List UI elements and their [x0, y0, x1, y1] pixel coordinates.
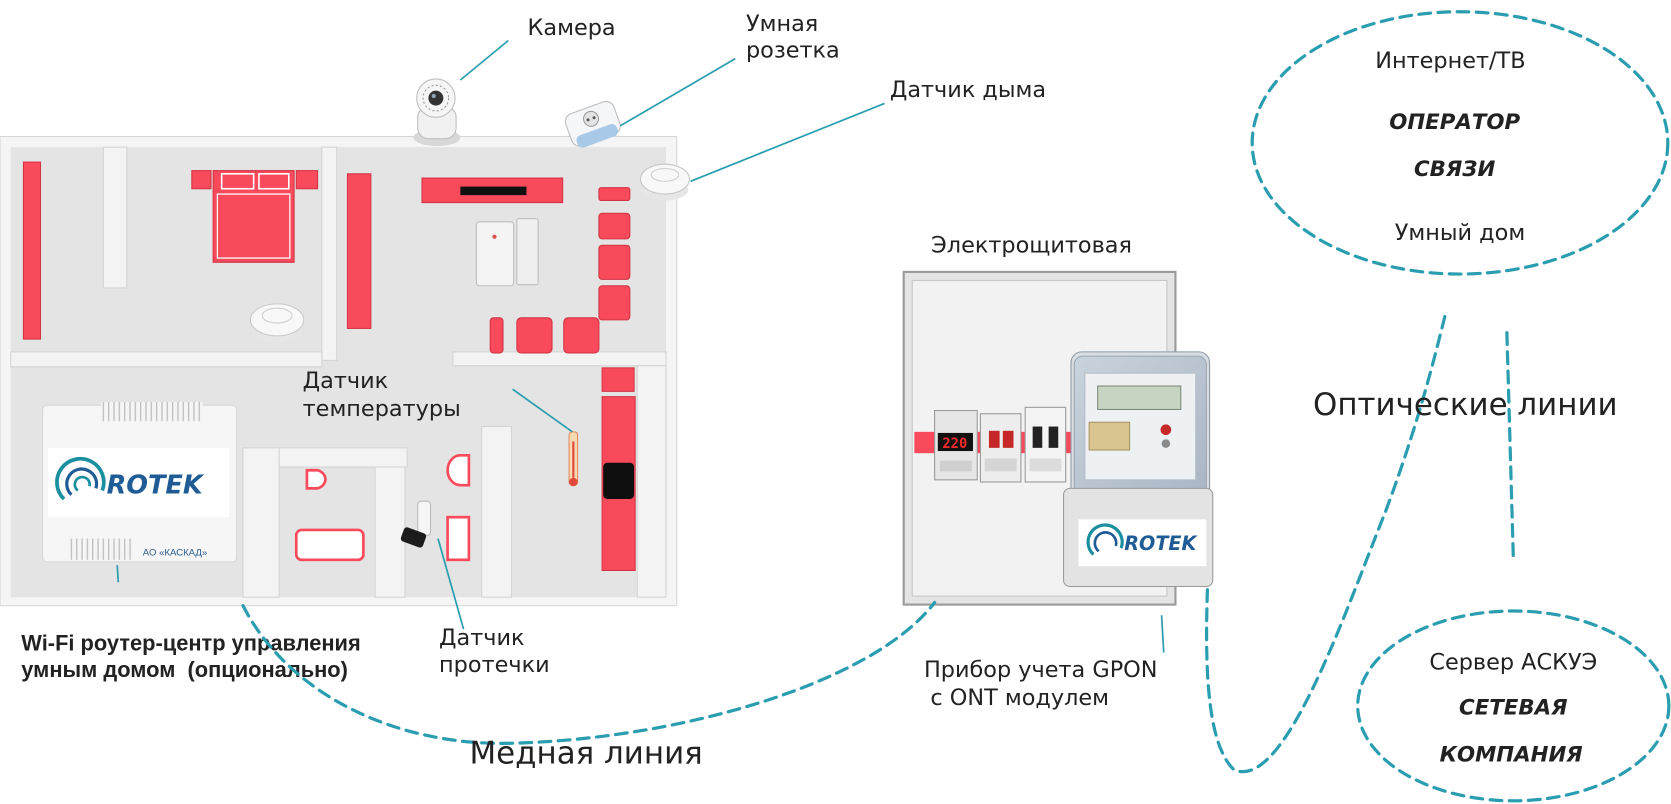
- router-label-1: Wi-Fi роутер-центр управления: [21, 630, 360, 655]
- floor-plan: ROTEK АО «КАСКАД»: [0, 135, 691, 607]
- wall-bathroom-right: [374, 466, 406, 598]
- leak-sensor-label-2: протечки: [439, 652, 550, 678]
- smoke-sensor-label: Датчик дыма: [890, 77, 1046, 103]
- router-leader: [116, 565, 120, 583]
- wardrobe-living: [346, 173, 372, 329]
- tv-screen: [460, 186, 527, 196]
- hallway-mirror: [603, 462, 635, 500]
- wall-kitchen-bottom: [452, 351, 667, 367]
- brand-logo-icon: [1086, 523, 1124, 556]
- chair-small: [489, 317, 504, 354]
- copper-line-label: Медная линия: [469, 735, 702, 771]
- bed-mattress-outline: [216, 193, 291, 259]
- camera-label: Камера: [528, 15, 616, 41]
- door-sensor-icon: [475, 218, 539, 287]
- smoke-leader: [690, 102, 885, 183]
- telecom-operator-node: Интернет/ТВ ОПЕРАТОР СВЯЗИ Умный дом: [1250, 10, 1670, 276]
- temp-sensor-label-1: Датчик: [303, 368, 388, 394]
- bed-pillow-left: [220, 173, 255, 190]
- smart-socket-icon: [564, 100, 621, 148]
- leak-sensor-icon: [400, 500, 432, 548]
- kitchen-cabinet-3: [598, 285, 631, 321]
- smart-socket-label-2: розетка: [746, 38, 840, 64]
- optical-line-from-meter: [1205, 314, 1447, 774]
- kitchen-shelf: [598, 187, 631, 201]
- meter-brand-logo: ROTEK: [1124, 532, 1198, 555]
- thermometer-icon: [568, 431, 579, 487]
- bathroom-sink: [305, 468, 327, 490]
- switch-icon: [1024, 406, 1067, 483]
- grid-company-name-line1: СЕТЕВАЯ: [1459, 695, 1567, 720]
- operator-boundary: [1250, 10, 1670, 276]
- operator-internet-label: Интернет/ТВ: [1375, 48, 1525, 74]
- kitchen-cabinet-2: [598, 244, 631, 280]
- wall-right-corridor: [636, 365, 667, 598]
- operator-name-line1: ОПЕРАТОР: [1389, 110, 1520, 135]
- chair-2: [563, 317, 600, 354]
- camera-leader: [459, 39, 509, 81]
- nightstand-right: [295, 170, 319, 190]
- wall-bedroom-partition: [102, 146, 128, 289]
- nightstand-left: [191, 170, 212, 190]
- grid-company-node: Сервер АСКУЭ СЕТЕВАЯ КОМПАНИЯ: [1356, 609, 1671, 803]
- temp-sensor-label-2: температуры: [303, 396, 461, 422]
- smoke-detector-icon: [249, 303, 305, 343]
- chair-1: [516, 317, 553, 354]
- meter-leader: [1160, 615, 1165, 653]
- wall-bedroom-bottom: [10, 351, 323, 368]
- optical-line-vertical: [1505, 331, 1515, 559]
- grid-company-name-line2: КОМПАНИЯ: [1440, 742, 1583, 767]
- meter-button: [1161, 439, 1171, 448]
- grid-company-boundary: [1356, 609, 1671, 803]
- switchboard-label: Электрощитовая: [931, 233, 1132, 259]
- leak-sensor-label-1: Датчик: [439, 625, 524, 651]
- router-label-2: умным домом (опционально): [21, 657, 348, 682]
- leak-leader: [437, 538, 465, 630]
- meter-label-1: Прибор учета GPON: [924, 657, 1158, 683]
- circuit-breaker-icon: [979, 413, 1022, 483]
- router-vent-bottom: [70, 538, 135, 560]
- wall-bathroom-top: [278, 447, 408, 468]
- kitchen-cabinet-1: [598, 212, 631, 240]
- socket-leader: [619, 57, 736, 127]
- sink-corridor: [446, 453, 471, 487]
- relay-display: 220: [942, 436, 967, 452]
- voltage-relay-icon: 220: [934, 409, 978, 481]
- wall-corridor: [481, 425, 513, 598]
- shower-tray: [446, 515, 471, 562]
- smoke-detector-icon: [639, 163, 691, 201]
- meter-label-plate: [1088, 421, 1131, 451]
- meter-lcd: [1097, 385, 1182, 410]
- electric-meter-icon: ROTEK: [1063, 351, 1214, 588]
- optical-lines-label: Оптические линии: [1313, 387, 1618, 423]
- operator-smart-home-label: Умный дом: [1395, 220, 1525, 246]
- router-vent-top: [101, 402, 203, 422]
- grid-server-label: Сервер АСКУЭ: [1429, 650, 1597, 676]
- copper-line-path: [241, 600, 937, 745]
- smart-socket-label-1: Умная: [746, 11, 818, 37]
- router-maker-label: АО «КАСКАД»: [143, 548, 207, 559]
- meter-label-2: с ONT модулем: [930, 685, 1109, 711]
- tv-unit: [421, 177, 564, 204]
- wall-top-divider: [321, 146, 338, 361]
- bed-pillow-right: [258, 173, 290, 190]
- wall-router-room-right: [242, 447, 280, 598]
- hallway-shelf: [601, 367, 635, 392]
- meter-button: [1160, 424, 1172, 436]
- camera-icon: [413, 78, 461, 147]
- bathtub: [294, 528, 365, 562]
- wardrobe-left: [22, 161, 42, 340]
- router-brand-logo: ROTEK: [107, 471, 205, 501]
- temp-leader: [512, 388, 573, 433]
- router-icon: ROTEK АО «КАСКАД»: [42, 402, 238, 563]
- brand-logo-icon: [55, 456, 106, 501]
- operator-name-line2: СВЯЗИ: [1414, 157, 1495, 182]
